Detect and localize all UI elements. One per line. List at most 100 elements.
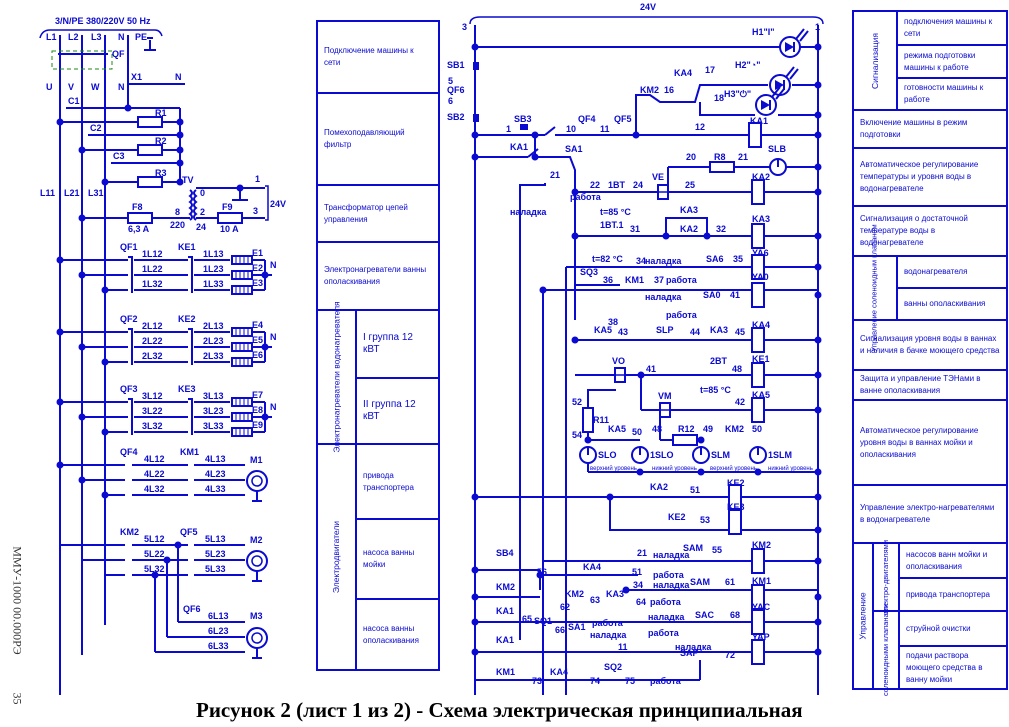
- coil-YA6: [751, 254, 765, 280]
- pushbutton-SB2: [473, 114, 479, 122]
- node-label: 41: [646, 364, 656, 374]
- level-label: верхний уровень: [590, 465, 637, 472]
- coil-KA5: [751, 397, 765, 423]
- coil-KA2: [751, 179, 765, 205]
- coil-KA3: [751, 223, 765, 249]
- left-group-motors-item-1: насоса ванны мойки: [355, 518, 438, 598]
- mode-label: наладка: [590, 630, 627, 640]
- junction-dot: [814, 593, 822, 601]
- document-number: ММУ-1000 00.000РЭ: [10, 545, 25, 655]
- node-label: 22: [590, 180, 600, 190]
- junction-dot: [151, 571, 159, 579]
- right-valve-item-1: ванны ополаскивания: [896, 287, 1006, 319]
- junction-dot: [163, 556, 171, 564]
- node-label: 21: [738, 152, 748, 162]
- motor-label-M1: M1: [250, 455, 263, 465]
- node-label: 11: [618, 642, 628, 652]
- junction-dot: [814, 263, 822, 271]
- right-row-3: Сигнализация уровня воды в ваннах и нали…: [854, 319, 1006, 369]
- output-phase-W: W: [91, 82, 100, 92]
- coil-YA0: [751, 282, 765, 308]
- contactor-label-KE2: KE2: [178, 314, 196, 324]
- neutral-label: N: [118, 32, 125, 42]
- right-valves-item-1: подачи раствора моющего средства в ванну…: [898, 645, 1006, 688]
- junction-dot: [56, 461, 64, 469]
- junction-dot: [101, 358, 109, 366]
- fuse-f9-label: F9: [222, 202, 233, 212]
- node-label: 1: [255, 174, 260, 184]
- line-label: 2L32: [142, 351, 163, 361]
- line-label: 3L32: [142, 421, 163, 431]
- light-ray: [789, 68, 799, 80]
- mode-label: работа: [592, 618, 624, 628]
- tv-pin: 0: [200, 188, 205, 198]
- level-label: верхний уровень: [710, 465, 757, 472]
- terminal-x1: X1: [131, 72, 142, 82]
- left-group-heaters-item-1: II группа 12 кВТ: [355, 377, 438, 443]
- contact-KA4: KA4: [674, 68, 692, 78]
- junction-dot: [539, 286, 547, 294]
- heater-E9: [231, 427, 253, 437]
- transformer-primary: [188, 189, 193, 221]
- lamp-label-H1: H1"I": [752, 27, 775, 37]
- node-label: 72: [725, 650, 735, 660]
- node-label: 16: [664, 85, 674, 95]
- wire: [665, 217, 708, 236]
- line-label: 2L13: [203, 321, 224, 331]
- mode-label: работа: [650, 676, 682, 686]
- sensor-label-SLB: SLB: [768, 144, 787, 154]
- node-label: 53: [700, 515, 710, 525]
- switch-SAM2: SAM: [690, 577, 710, 587]
- supply-brace: [39, 29, 163, 39]
- heater-label-E1: E1: [252, 248, 263, 258]
- contact-KA1b: KA1: [496, 606, 514, 616]
- bus-label-L31: L31: [88, 188, 104, 198]
- line-label: 4L33: [205, 484, 226, 494]
- line-label: 3L22: [142, 406, 163, 416]
- heater-label-E5: E5: [252, 335, 263, 345]
- junction-dot: [814, 557, 822, 565]
- coil-label-KE3: KE3: [727, 502, 745, 512]
- wire: [535, 156, 576, 320]
- wire: [609, 497, 818, 531]
- node-label: 36: [603, 275, 613, 285]
- line-label: 1L33: [203, 279, 224, 289]
- right-row-6: Управление электро-нагревателями в водон…: [854, 484, 1006, 542]
- breaker-symbol: [128, 256, 133, 293]
- junction-dot: [531, 153, 539, 161]
- right-signal-item-0: подключения машины к сети: [896, 12, 1006, 44]
- right-valves-item-0: струйной очистки: [898, 610, 1006, 645]
- mode-label: работа: [666, 275, 698, 285]
- contact-KA1c: KA1: [496, 635, 514, 645]
- sensor-SLP: SLP: [656, 325, 674, 335]
- mode-label: наладка: [645, 256, 682, 266]
- thermostat-setpoint-3: t=85 °C: [700, 385, 731, 395]
- line-label: 4L13: [205, 454, 226, 464]
- motor-inner: [251, 475, 263, 487]
- diode-glyph: [785, 42, 794, 52]
- junction-dot: [814, 131, 822, 139]
- motor-M2: [246, 550, 268, 572]
- contact-KA1: KA1: [510, 142, 528, 152]
- resistor-R8: [709, 161, 735, 173]
- resistor-label-R12: R12: [678, 424, 695, 434]
- sensor-label-1SLM: 1SLM: [768, 450, 792, 460]
- junction-dot: [697, 436, 705, 444]
- junction-dot: [78, 476, 86, 484]
- left-group-heaters: Электронагреватели водонагревателя: [318, 301, 355, 453]
- wire: [519, 183, 546, 640]
- neutral-label: N: [270, 260, 277, 270]
- node-label: 21: [550, 170, 560, 180]
- contact-KM2b: KM2: [565, 589, 584, 599]
- resistor-label-R2: R2: [155, 136, 167, 146]
- output-neutral: N: [118, 82, 125, 92]
- junction-dot: [814, 43, 822, 51]
- node-label: 65: [522, 614, 532, 624]
- right-group-control: Управление: [854, 542, 872, 688]
- line-label: 1L12: [142, 249, 163, 259]
- heater-E3: [231, 285, 253, 295]
- button-SB1: SB1: [447, 60, 465, 70]
- line-label: 3L12: [142, 391, 163, 401]
- contact-KA2: KA2: [680, 224, 698, 234]
